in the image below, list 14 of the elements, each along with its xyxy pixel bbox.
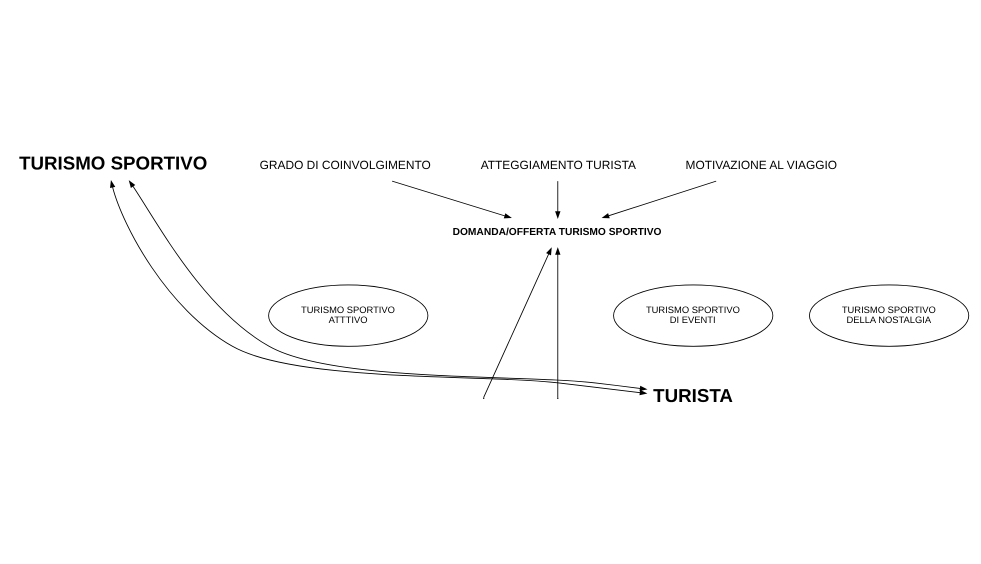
arrow [602,180,717,218]
arrow [392,180,512,218]
node-ellipse: TURISMO SPORTIVO ATTTIVO [268,284,428,347]
node-ellipse: TURISMO SPORTIVO DELLA NOSTALGIA [809,284,970,347]
arrow [483,247,552,398]
node-text: DOMANDA/OFFERTA TURISMO SPORTIVO [452,226,662,238]
arrow [555,247,560,398]
node-text: MOTIVAZIONE AL VIAGGIO [686,158,838,172]
node-text: TURISMO SPORTIVO [19,152,208,174]
node-text: ATTEGGIAMENTO TURISTA [480,158,636,172]
node-ellipse: TURISMO SPORTIVO DI EVENTI [613,284,774,347]
node-text: GRADO DI COINVOLGIMENTO [260,158,431,172]
node-text: TURISTA [653,385,733,406]
arrow [555,180,560,219]
